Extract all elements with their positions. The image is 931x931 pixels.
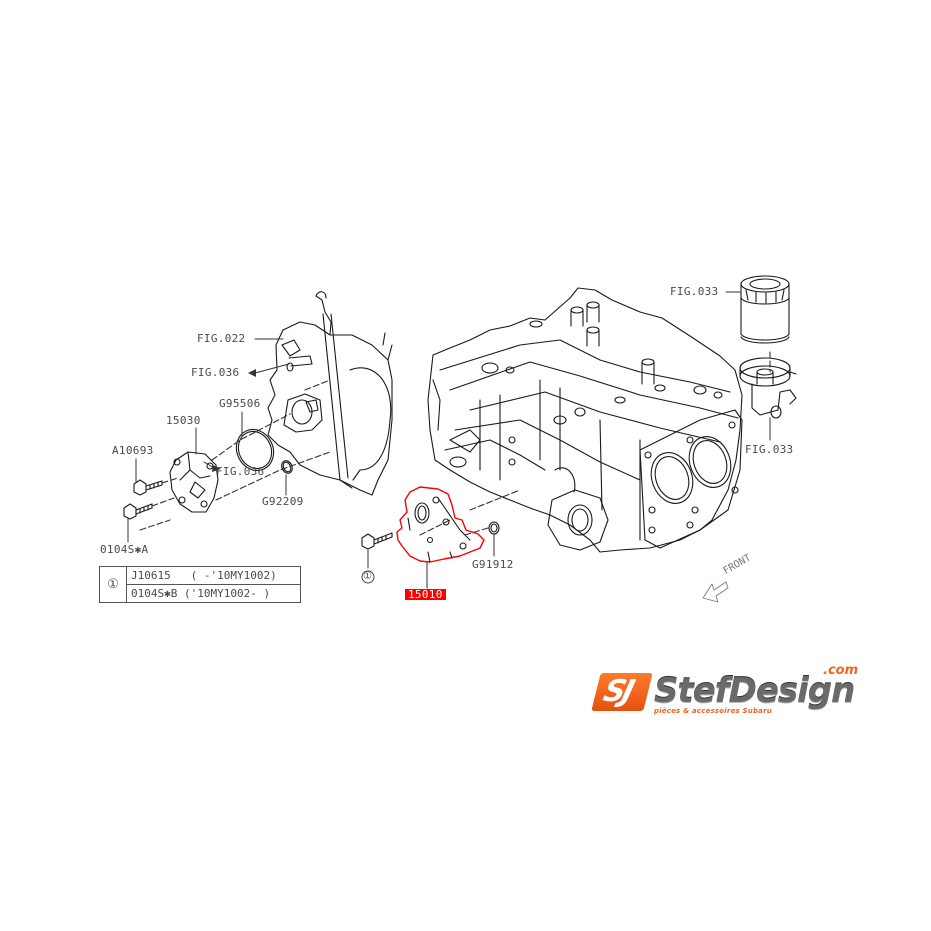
bolt-ref1 — [361, 532, 393, 550]
ref-marker: ① — [99, 566, 127, 603]
callout-ref1: ① — [363, 571, 373, 582]
callout-fig036-upper[interactable]: FIG.036 — [191, 366, 240, 379]
table-cell-j10615: J10615 ( -'10MY1002) — [126, 566, 301, 585]
oil-pump-15010-outline — [396, 486, 485, 563]
cylinder-block-illustration — [427, 287, 743, 553]
callout-g95506[interactable]: G95506 — [219, 397, 261, 410]
callout-g92209[interactable]: G92209 — [262, 495, 304, 508]
stefdesign-logo: SJ StefDesign .com pièces & accessoires … — [591, 663, 858, 717]
callout-fig022[interactable]: FIG.022 — [197, 332, 246, 345]
logo-tagline: pièces & accessoires Subaru — [654, 707, 772, 715]
callout-15010-highlighted[interactable]: 15010 — [405, 589, 446, 601]
logo-wordmark: StefDesign — [654, 671, 855, 711]
table-row: ① J10615 ( -'10MY1002) — [99, 566, 301, 603]
oring-g95506 — [235, 428, 275, 472]
oil-filter-housing-illustration — [739, 357, 797, 419]
callout-g91912[interactable]: G91912 — [472, 558, 514, 571]
table-row: 0104S✱B ('10MY1002- ) — [100, 584, 301, 603]
applicability-table: ① J10615 ( -'10MY1002) 0104S✱B ('10MY100… — [99, 566, 301, 603]
sj-logo-mark: SJ — [591, 673, 653, 711]
callout-fig036-lower[interactable]: FIG.036 — [216, 465, 265, 478]
callout-0104sa[interactable]: 0104S✱A — [100, 543, 149, 556]
part-15030-illustration — [169, 451, 219, 513]
bolt-a10693 — [133, 479, 163, 496]
oil-filter-illustration — [740, 275, 790, 344]
oil-pump-15010-detail — [407, 496, 471, 563]
timing-cover-illustration — [267, 291, 393, 496]
table-cell-0104sb: 0104S✱B ('10MY1002- ) — [126, 584, 301, 603]
front-direction-arrow — [702, 581, 729, 603]
logo-domain: .com — [823, 663, 859, 678]
callout-a10693[interactable]: A10693 — [112, 444, 154, 457]
callout-fig033-filter[interactable]: FIG.033 — [670, 285, 719, 298]
bolt-0104sa — [123, 503, 153, 520]
callout-fig033-housing[interactable]: FIG.033 — [745, 443, 794, 456]
callout-15030[interactable]: 15030 — [166, 414, 201, 427]
